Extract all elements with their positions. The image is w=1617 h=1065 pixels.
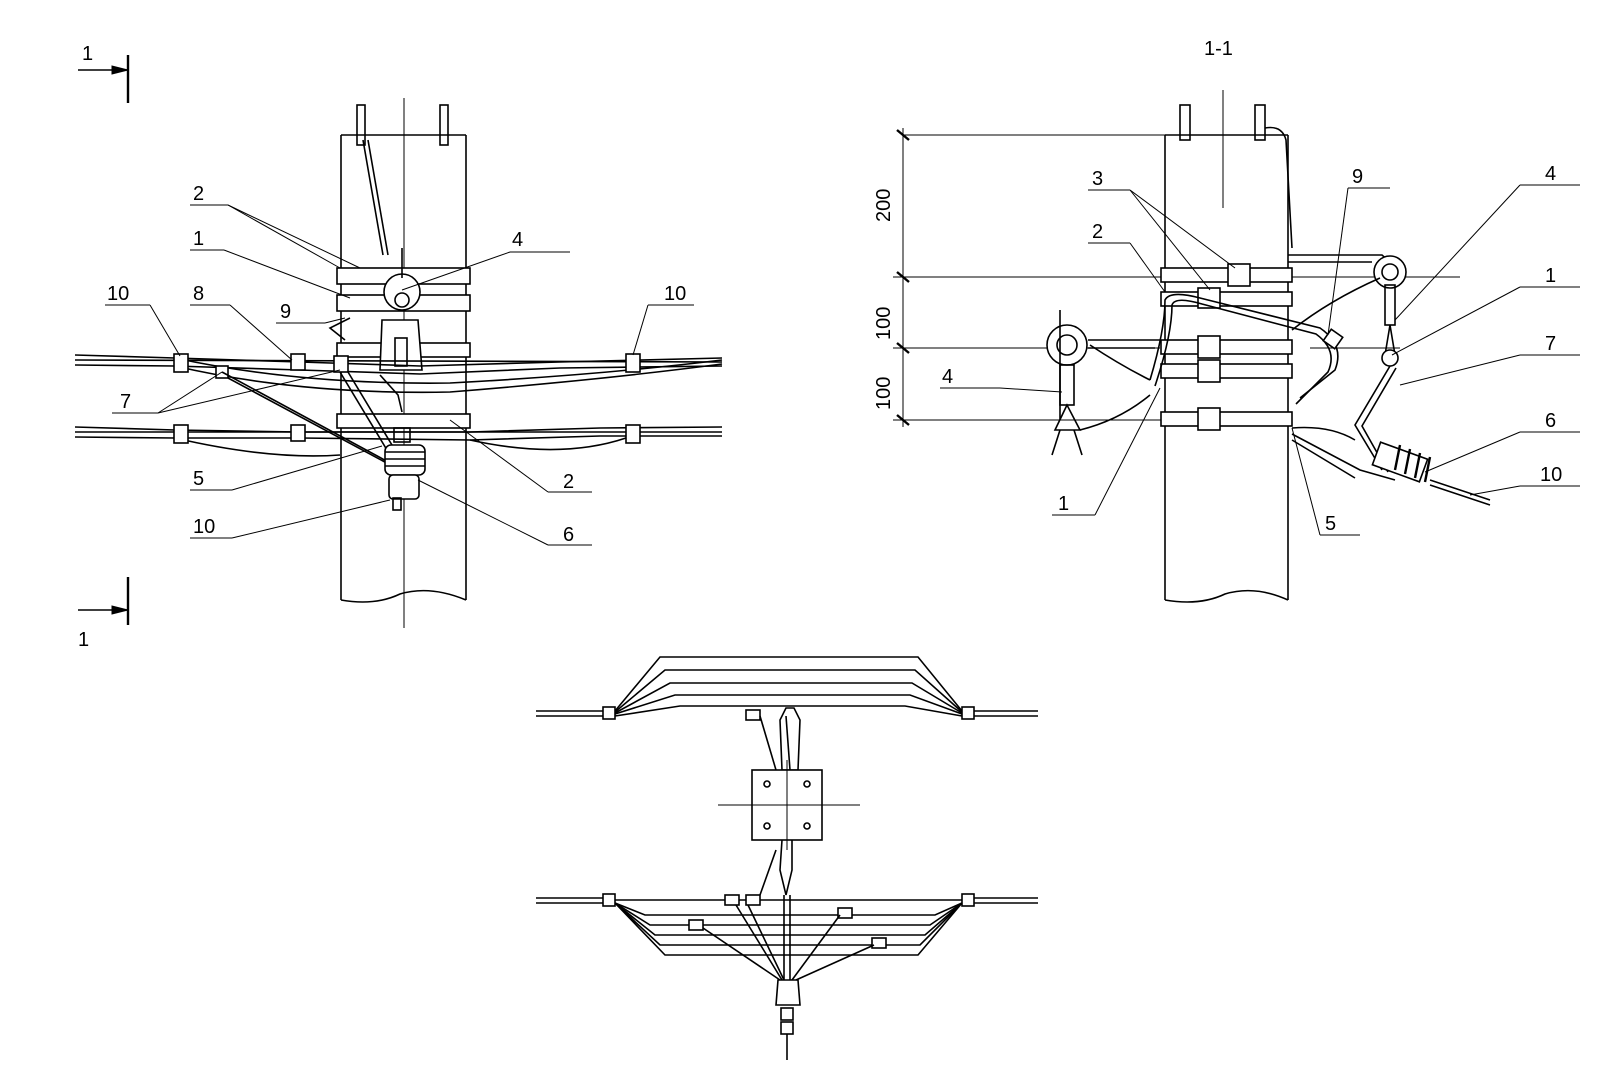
pole-top-studs xyxy=(356,104,449,146)
label-6: 6 xyxy=(563,524,574,546)
plan-view xyxy=(536,656,1038,1060)
plan-drop-wires xyxy=(702,895,875,1060)
label-10-left: 10 xyxy=(107,283,129,305)
side-label-2: 2 xyxy=(1092,221,1103,243)
lower-cable-bundle xyxy=(74,424,723,457)
side-label-1-right: 1 xyxy=(1545,265,1556,287)
left-clamp-side xyxy=(1046,310,1160,456)
side-label-10: 10 xyxy=(1540,464,1562,486)
label-4: 4 xyxy=(512,229,523,251)
label-1: 1 xyxy=(193,228,204,250)
plan-lower-bundle xyxy=(536,849,1038,956)
side-label-9: 9 xyxy=(1352,166,1363,188)
side-label-5: 5 xyxy=(1325,513,1336,535)
side-label-1-bottom: 1 xyxy=(1058,493,1069,515)
side-label-7: 7 xyxy=(1545,333,1556,355)
section-mark-top: 1 xyxy=(78,43,130,103)
side-view: 1-1 200 100 100 xyxy=(873,38,1580,603)
upper-cable-bundle xyxy=(74,353,723,394)
section-mark-bottom: 1 xyxy=(78,577,130,651)
bracket-rod xyxy=(362,139,389,256)
right-hanger-side xyxy=(1291,349,1491,506)
plan-upper-bundle xyxy=(536,656,1038,721)
anchor-clamp xyxy=(379,248,423,371)
front-labels: 2 1 4 10 8 9 10 7 5 2 10 6 xyxy=(107,183,686,546)
side-labels: 3 9 4 2 1 7 4 6 10 1 5 xyxy=(942,163,1562,535)
drop-wires xyxy=(221,317,403,469)
pole-bands-front xyxy=(336,267,471,429)
pole-bands-side xyxy=(1160,263,1293,431)
section-number-top: 1 xyxy=(82,43,93,65)
label-7: 7 xyxy=(120,391,131,413)
insulator-side xyxy=(1371,441,1491,506)
front-view: 2 1 4 10 8 9 10 7 5 2 10 6 xyxy=(74,98,723,628)
side-leaders xyxy=(940,184,1580,536)
plan-center-box xyxy=(718,707,860,896)
section-number-bottom: 1 xyxy=(78,629,89,651)
label-8: 8 xyxy=(193,283,204,305)
upper-bracket-side xyxy=(1288,254,1407,356)
side-label-4-right: 4 xyxy=(1545,163,1556,185)
label-10-right: 10 xyxy=(664,283,686,305)
label-5: 5 xyxy=(193,468,204,490)
front-leaders xyxy=(105,204,694,546)
dimension-200: 200 xyxy=(873,189,895,222)
dimension-100-upper: 100 xyxy=(873,307,895,340)
side-label-4-left: 4 xyxy=(942,366,953,388)
side-view-title: 1-1 xyxy=(1204,38,1233,60)
label-10-bottom: 10 xyxy=(193,516,215,538)
dimension-100-lower: 100 xyxy=(873,377,895,410)
label-2-bottom: 2 xyxy=(563,471,574,493)
label-9: 9 xyxy=(280,301,291,323)
side-label-3: 3 xyxy=(1092,168,1103,190)
label-2-top: 2 xyxy=(193,183,204,205)
side-label-6: 6 xyxy=(1545,410,1556,432)
insulator-front xyxy=(384,427,426,511)
